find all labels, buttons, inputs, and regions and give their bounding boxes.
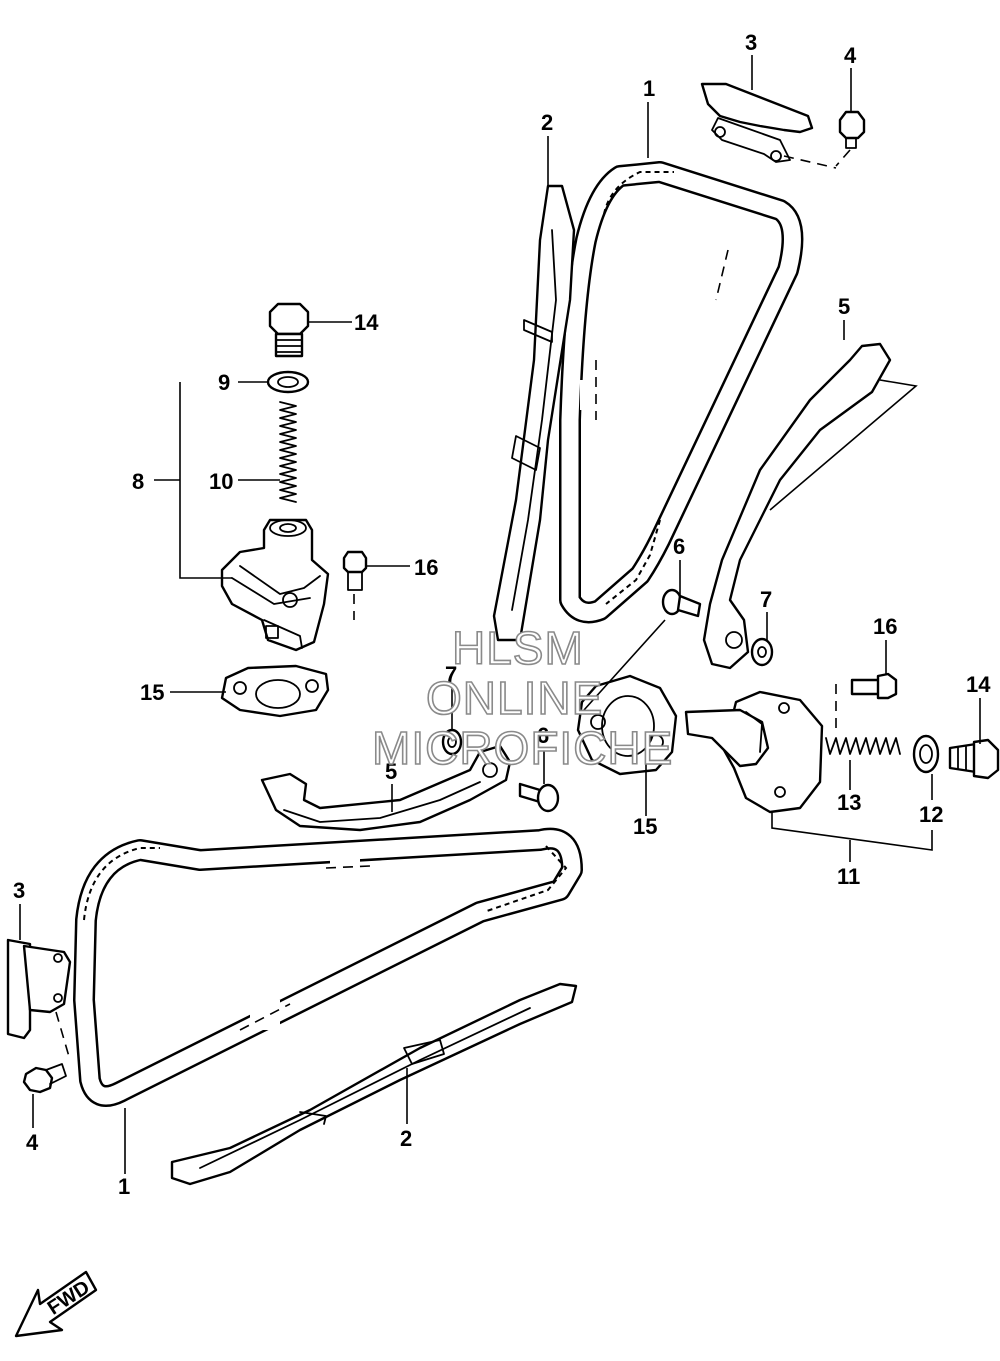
lower-chain-guide-plate	[6, 938, 72, 1061]
lower-tensioner-guide	[170, 982, 578, 1186]
left-small-bolt	[342, 550, 368, 620]
upper-chain-guide-plate	[700, 82, 837, 169]
mid-chain-guide	[260, 744, 512, 832]
left-tensioner-body	[220, 518, 330, 652]
upper-bolt	[835, 110, 866, 167]
callout-15-left: 15	[140, 680, 164, 705]
right-tensioner-bolt	[948, 738, 1000, 780]
callout-15-mid: 15	[633, 814, 657, 839]
right-chain-guide	[702, 342, 918, 670]
left-spring	[279, 401, 297, 503]
callout-6-mid: 6	[673, 534, 685, 559]
callout-9: 9	[218, 370, 230, 395]
upper-cam-chain	[559, 161, 804, 624]
callout-3-left: 3	[13, 878, 25, 903]
right-small-bolt	[835, 672, 898, 730]
right-washer	[750, 637, 774, 667]
right-spring	[825, 737, 901, 755]
callout-14-right: 14	[966, 672, 991, 697]
left-washer	[266, 370, 310, 394]
callout-10: 10	[209, 469, 233, 494]
left-gasket	[220, 664, 330, 718]
left-tensioner-bolt	[268, 302, 310, 358]
callout-1-low: 1	[118, 1174, 130, 1199]
callout-14-left: 14	[354, 310, 379, 335]
callout-5-mid: 5	[385, 759, 397, 784]
upper-tensioner-guide	[492, 184, 576, 642]
lower-bolt	[518, 782, 560, 813]
callout-11: 11	[837, 864, 860, 889]
callout-4-top: 4	[844, 43, 857, 68]
fwd-arrow-icon: FWD	[14, 1270, 98, 1338]
callout-3-top: 3	[745, 30, 757, 55]
callout-6-low: 6	[537, 723, 549, 748]
callout-2-top: 2	[541, 110, 553, 135]
mid-gasket	[576, 619, 678, 776]
watermark-line-2: ONLINE	[426, 672, 603, 724]
callout-13: 13	[837, 790, 861, 815]
callout-7-right: 7	[760, 587, 772, 612]
callout-16-right: 16	[873, 614, 897, 639]
callout-labels: 1 2 3 4 5 6 7 14 9 8 10 16 15 7 6 5 15 1…	[13, 30, 991, 1199]
right-tensioner-body	[684, 690, 824, 814]
mid-bolt	[661, 588, 702, 618]
callout-4-left: 4	[26, 1130, 39, 1155]
watermark-line-3: MICROFICHE	[372, 722, 673, 774]
right-washer-12	[912, 734, 940, 774]
watermark: HLSM ONLINE MICROFICHE	[371, 621, 673, 775]
lower-cam-chain	[73, 827, 583, 1107]
callout-2-low: 2	[400, 1126, 412, 1151]
callout-7-mid: 7	[445, 662, 457, 687]
callout-16-left: 16	[414, 555, 438, 580]
watermark-line-1: HLSM	[452, 622, 584, 674]
callout-5-right: 5	[838, 294, 850, 319]
callout-1-top: 1	[643, 76, 655, 101]
leader-lines	[19, 55, 981, 1174]
callout-12: 12	[919, 802, 943, 827]
lower-bolt-4	[22, 1063, 67, 1094]
callout-8: 8	[132, 469, 144, 494]
